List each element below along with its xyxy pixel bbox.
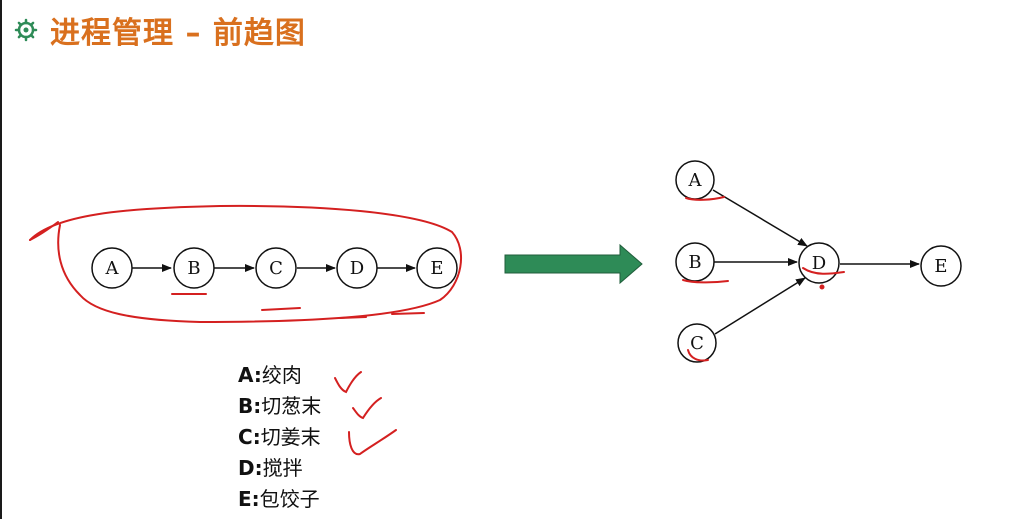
node-c-label: C — [269, 258, 283, 279]
parallel-diagram: A B C D E — [675, 160, 962, 363]
node-e: E — [416, 247, 458, 289]
page-title: 进程管理 – 前趋图 — [50, 16, 306, 51]
red-underline-pa — [685, 196, 725, 201]
red-loop-annotation — [29, 204, 463, 324]
red-dot-pd — [819, 284, 825, 290]
red-mark-pc — [687, 349, 709, 362]
red-annotation-right — [682, 196, 845, 362]
check-a — [334, 371, 362, 394]
check-b — [352, 397, 382, 420]
node-a-label: A — [105, 258, 120, 279]
red-underline-d — [339, 316, 367, 319]
pnode-c-label: C — [690, 333, 704, 354]
legend-item-a: A:绞肉 — [238, 363, 302, 387]
check-c — [348, 429, 397, 456]
transform-arrow — [504, 243, 643, 285]
edge-pc-d — [714, 277, 806, 335]
red-underline-pb — [682, 279, 729, 284]
title-bar: 进程管理 – 前趋图 — [14, 8, 306, 52]
left-border — [0, 0, 2, 519]
pnode-d-label: D — [812, 253, 826, 274]
node-a: A — [91, 247, 133, 289]
pnode-d: D — [798, 242, 840, 284]
gear-bullet-icon — [14, 18, 38, 42]
red-underline-c — [261, 307, 301, 311]
pnode-a: A — [675, 160, 715, 200]
pnode-e: E — [920, 245, 962, 287]
red-underline-e — [391, 312, 425, 315]
red-loop-tail — [29, 221, 59, 241]
legend-item-c: C:切姜末 — [238, 425, 321, 449]
red-underline-pd — [802, 267, 845, 275]
red-annotation-left — [29, 204, 463, 324]
node-c: C — [255, 247, 297, 289]
node-e-label: E — [430, 258, 443, 279]
pnode-e-label: E — [934, 256, 947, 277]
pnode-c: C — [677, 323, 717, 363]
node-d: D — [336, 247, 378, 289]
pnode-a-label: A — [688, 170, 703, 191]
edge-pa-d — [712, 189, 808, 247]
node-b: B — [173, 247, 215, 289]
node-d-label: D — [350, 258, 364, 279]
sequence-diagram: A B C D E — [91, 247, 458, 289]
node-b-label: B — [187, 258, 200, 279]
legend-item-b: B:切葱末 — [238, 394, 322, 418]
legend-item-d: D:搅拌 — [238, 456, 303, 480]
pnode-b-label: B — [688, 252, 701, 273]
red-checkmarks — [334, 371, 397, 456]
legend: A:绞肉 B:切葱末 C:切姜末 D:搅拌 E:包饺子 — [238, 360, 321, 515]
legend-item-e: E:包饺子 — [238, 487, 320, 511]
pnode-b: B — [675, 242, 715, 282]
